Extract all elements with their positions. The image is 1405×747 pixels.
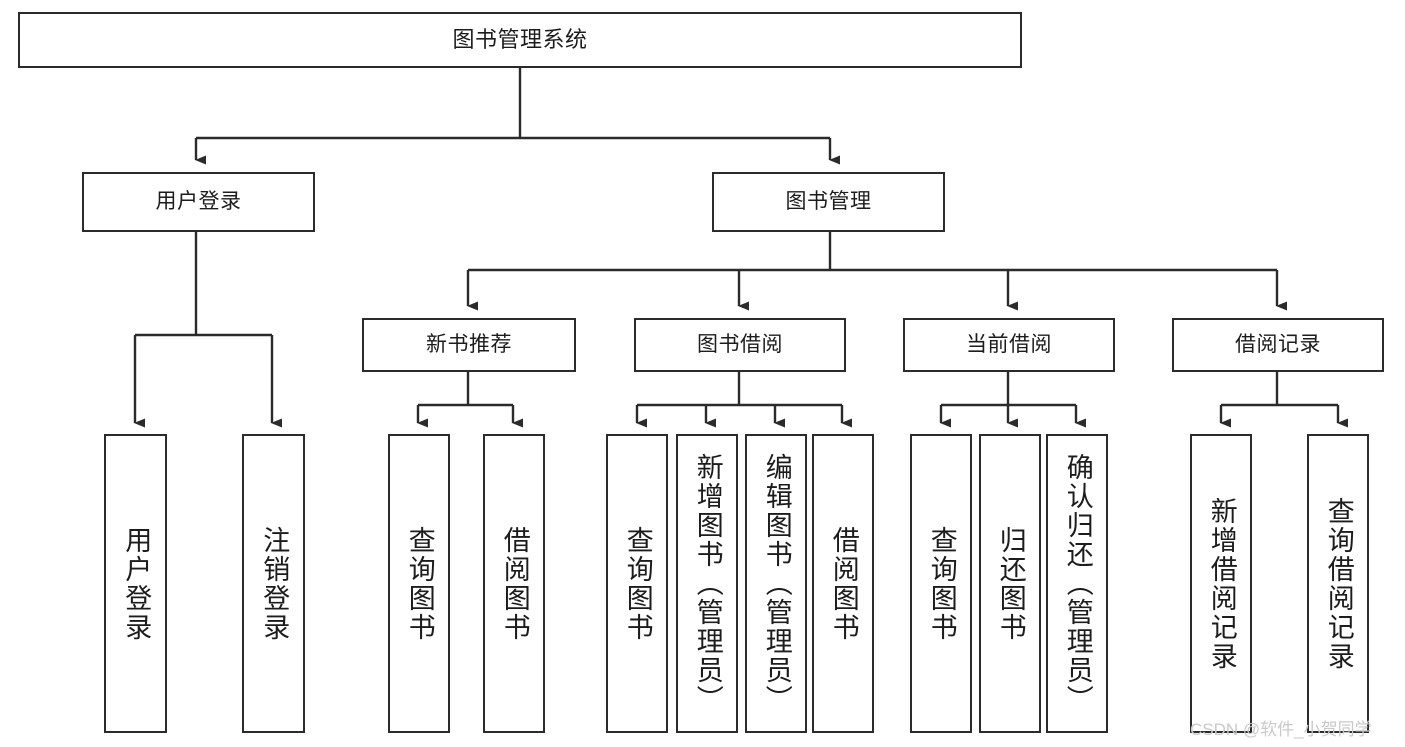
node-label: 新增借阅记录: [1206, 496, 1237, 671]
node-label: 查询图书: [926, 525, 957, 642]
leaf-confirm-return-admin[interactable]: 确认归还（管理员）: [1046, 434, 1108, 733]
node-label: 新增图书（管理员）: [692, 453, 723, 714]
node-label: 注销登录: [259, 525, 290, 642]
node-new-book-recommend[interactable]: 新书推荐: [362, 318, 576, 372]
node-current-borrow[interactable]: 当前借阅: [903, 318, 1115, 372]
leaf-borrow-book-recommend[interactable]: 借阅图书: [483, 434, 545, 733]
node-label: 查询图书: [622, 525, 653, 642]
node-label: 借阅图书: [828, 525, 859, 642]
leaf-logout[interactable]: 注销登录: [242, 434, 305, 733]
node-root-book-management-system[interactable]: 图书管理系统: [18, 12, 1022, 68]
node-label: 借阅记录: [1235, 332, 1321, 356]
node-label: 确认归还（管理员）: [1062, 453, 1093, 714]
node-label: 查询借阅记录: [1323, 496, 1354, 671]
leaf-user-login[interactable]: 用户登录: [104, 434, 167, 733]
leaf-add-borrow-record[interactable]: 新增借阅记录: [1190, 434, 1252, 733]
leaf-query-book-recommend[interactable]: 查询图书: [388, 434, 450, 733]
node-label: 归还图书: [995, 525, 1026, 642]
node-book-borrow[interactable]: 图书借阅: [634, 318, 846, 372]
leaf-query-borrow-record[interactable]: 查询借阅记录: [1307, 434, 1369, 733]
leaf-borrow-book[interactable]: 借阅图书: [812, 434, 874, 733]
node-label: 图书管理: [785, 189, 872, 213]
node-label: 新书推荐: [426, 332, 512, 356]
leaf-return-book[interactable]: 归还图书: [979, 434, 1041, 733]
node-user-login[interactable]: 用户登录: [82, 172, 315, 232]
leaf-query-book-current[interactable]: 查询图书: [910, 434, 972, 733]
node-label: 图书管理系统: [452, 27, 588, 53]
node-label: 当前借阅: [966, 332, 1052, 356]
leaf-query-book-borrow[interactable]: 查询图书: [606, 434, 668, 733]
node-label: 查询图书: [404, 525, 435, 642]
node-label: 借阅图书: [499, 525, 530, 642]
leaf-add-book-admin[interactable]: 新增图书（管理员）: [676, 434, 738, 733]
node-label: 用户登录: [155, 189, 242, 213]
node-label: 编辑图书（管理员）: [761, 453, 792, 714]
node-label: 用户登录: [121, 525, 152, 642]
node-book-management[interactable]: 图书管理: [712, 172, 945, 232]
node-borrow-record[interactable]: 借阅记录: [1172, 318, 1384, 372]
node-label: 图书借阅: [697, 332, 783, 356]
leaf-edit-book-admin[interactable]: 编辑图书（管理员）: [745, 434, 807, 733]
